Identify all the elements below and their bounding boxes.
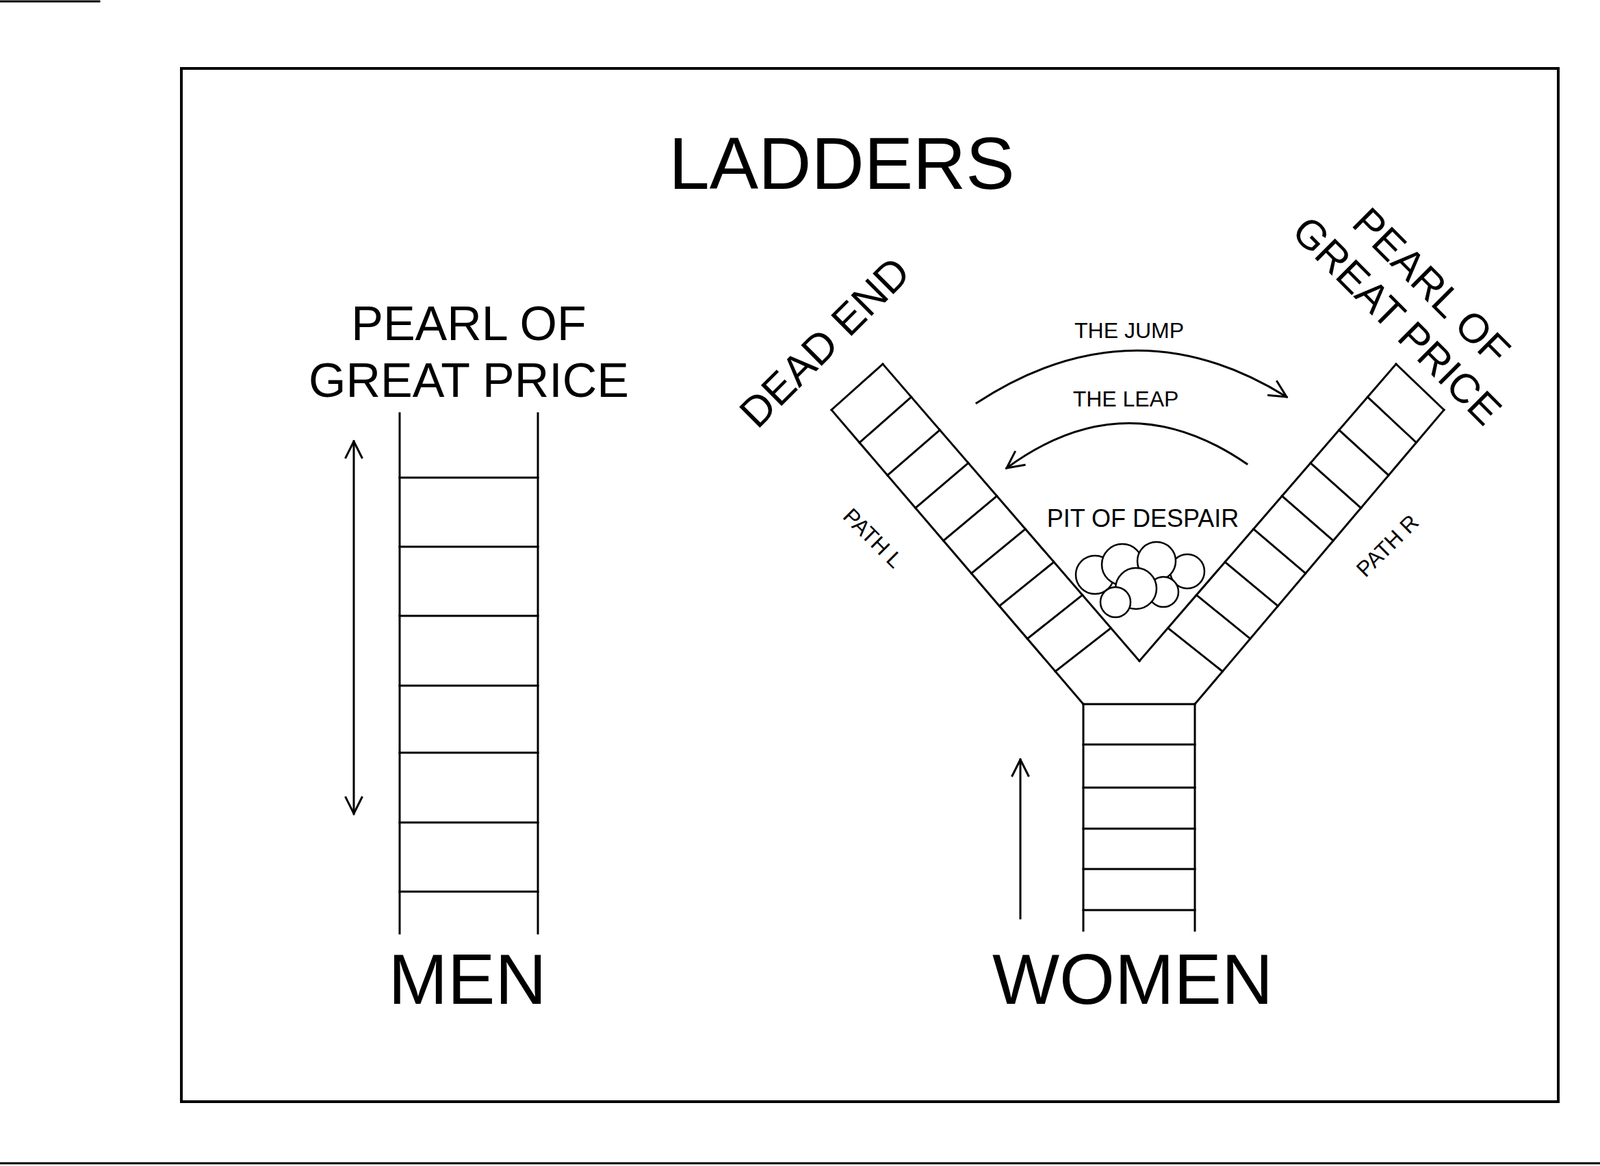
ladder-rung [399,891,538,894]
ladder-rung [1196,595,1251,640]
group-label: WOMEN [992,937,1273,1022]
ladder-rail [398,413,402,934]
ladder-rung [399,752,538,755]
arrow-label: THE LEAP [1073,386,1180,413]
ladder-rung [399,821,538,824]
goal-label: PEARL OF GREAT PRICE [297,295,640,409]
ladder-rung [1083,868,1195,871]
pit-cloud [1075,542,1205,618]
ladder-rung [399,685,538,688]
ladder-rungs [859,396,1417,672]
ladder-rung [1055,628,1111,672]
ladder-rung [1253,528,1306,574]
group-label: MEN [388,937,547,1022]
diagram-title: LADDERS [668,120,1015,207]
goal-label: PEARL OF GREAT PRICE [1272,162,1555,445]
ladder-rail [831,409,1084,705]
ladder-rung [1027,595,1082,640]
path-end-label: DEAD END [729,247,920,438]
ladder-rung [1083,909,1195,912]
path-label: PATH L [837,503,909,575]
path-label: PATH R [1351,509,1425,583]
ladder-rail [1194,704,1197,931]
ladder-rung [1367,396,1416,443]
cloud-puff [1100,587,1131,618]
ladder-rung [831,364,883,410]
ladder-rung [1224,561,1278,606]
ladder-rung [943,496,998,541]
page-edge-line [0,1162,1600,1165]
up-down-arrow [353,441,356,814]
leap-arrow [1006,422,1247,469]
ladder-rail [537,413,540,934]
ladder-rung [859,396,912,443]
ladder-rung [1339,429,1389,475]
arrow-label: THE JUMP [1074,318,1184,345]
ladder-rung [1083,828,1195,831]
ladder-rung [399,546,538,549]
ladder-rung [887,429,941,475]
ladder-rung [1281,496,1334,541]
ladder-rung [399,615,538,618]
ladder-rung [1310,463,1362,509]
ladder-rail [1082,704,1085,931]
ladder-rung [1083,703,1195,706]
ladder-rung [915,463,969,509]
ladder-rung [971,528,1026,574]
up-arrow [1019,759,1022,919]
page-edge-line [0,0,100,3]
ladder-rung [999,561,1054,606]
ladder-rung [1083,786,1195,790]
ladder-rung [1168,628,1223,672]
frame-border [181,68,1559,1102]
pit-label: PIT OF DESPAIR [1047,504,1240,534]
ladder-rung [399,476,538,480]
ladder-rung [1083,743,1195,746]
